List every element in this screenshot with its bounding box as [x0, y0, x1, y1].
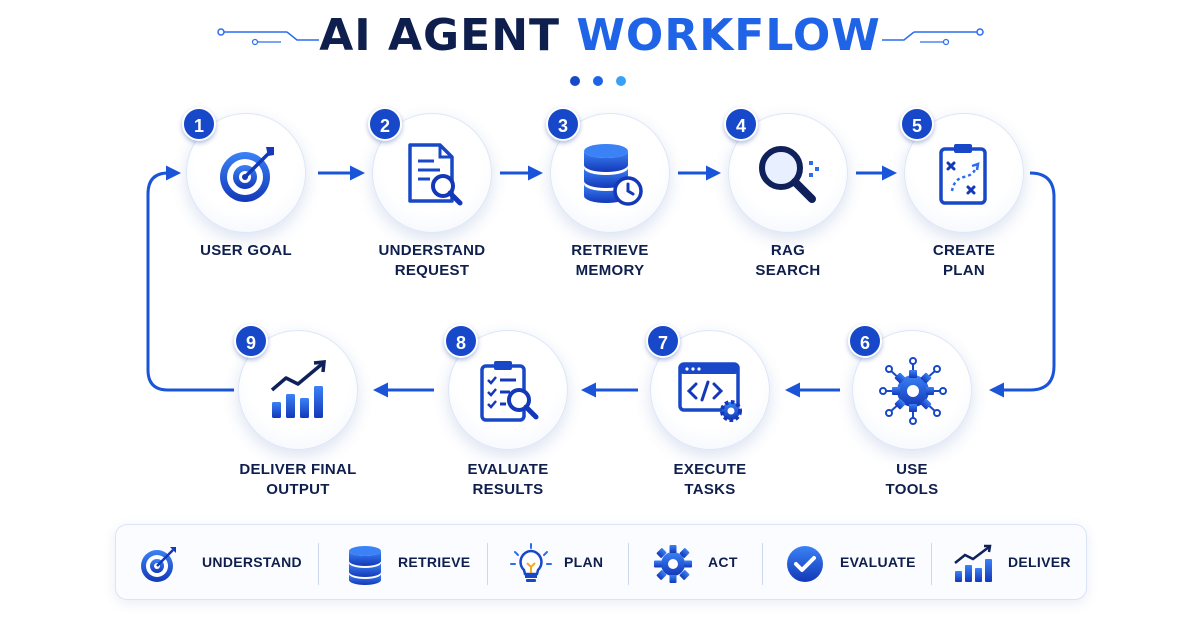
lightbulb-icon [510, 543, 552, 582]
growth-chart-icon [954, 544, 992, 582]
page-title: AI AGENT WORKFLOW [0, 10, 1200, 61]
step-number-badge: 7 [646, 324, 680, 358]
document-search-icon [408, 143, 463, 206]
step-number-badge: 2 [368, 107, 402, 141]
title-part-2: WORKFLOW [576, 10, 881, 61]
legend-label: UNDERSTAND [202, 554, 302, 570]
arrow-9-to-1 [146, 165, 234, 392]
code-window-icon [678, 362, 742, 422]
database-clock-icon [584, 144, 643, 206]
step-number-badge: 6 [848, 324, 882, 358]
growth-chart-icon [270, 360, 326, 418]
step-user-goal: 1 USER GOAL [182, 107, 306, 259]
step-number-badge: 3 [546, 107, 580, 141]
arrow-5-to-6 [989, 171, 1056, 398]
checklist-search-icon [480, 361, 539, 422]
legend-divider [318, 543, 319, 585]
step-number-badge: 9 [234, 324, 268, 358]
legend-label: EVALUATE [840, 554, 916, 570]
target-icon [141, 547, 176, 582]
gear-network-icon [879, 357, 947, 425]
legend-divider [487, 543, 488, 585]
step-label: USER GOAL [200, 242, 292, 259]
dots-decoration [570, 76, 626, 86]
gear-icon [654, 545, 692, 583]
legend-divider [931, 543, 932, 585]
database-icon [349, 546, 381, 585]
circuit-decoration-right [882, 28, 984, 46]
legend-bar: UNDERSTAND RETRIEVE PLAN [115, 524, 1087, 600]
step-number-badge: 5 [900, 107, 934, 141]
step-number-badge: 8 [444, 324, 478, 358]
step-number-badge: 4 [724, 107, 758, 141]
legend-label: DELIVER [1008, 554, 1071, 570]
step-number-badge: 1 [182, 107, 216, 141]
legend-divider [762, 543, 763, 585]
legend-label: ACT [708, 554, 738, 570]
legend-divider [628, 543, 629, 585]
legend-label: PLAN [564, 554, 604, 570]
legend-label: RETRIEVE [398, 554, 471, 570]
strategy-clipboard-icon [939, 144, 987, 205]
circuit-decoration-left [217, 28, 319, 46]
checkmark-icon [787, 546, 823, 582]
magnifier-icon [759, 146, 819, 203]
target-icon [220, 147, 274, 202]
title-part-1: AI AGENT [319, 10, 561, 61]
